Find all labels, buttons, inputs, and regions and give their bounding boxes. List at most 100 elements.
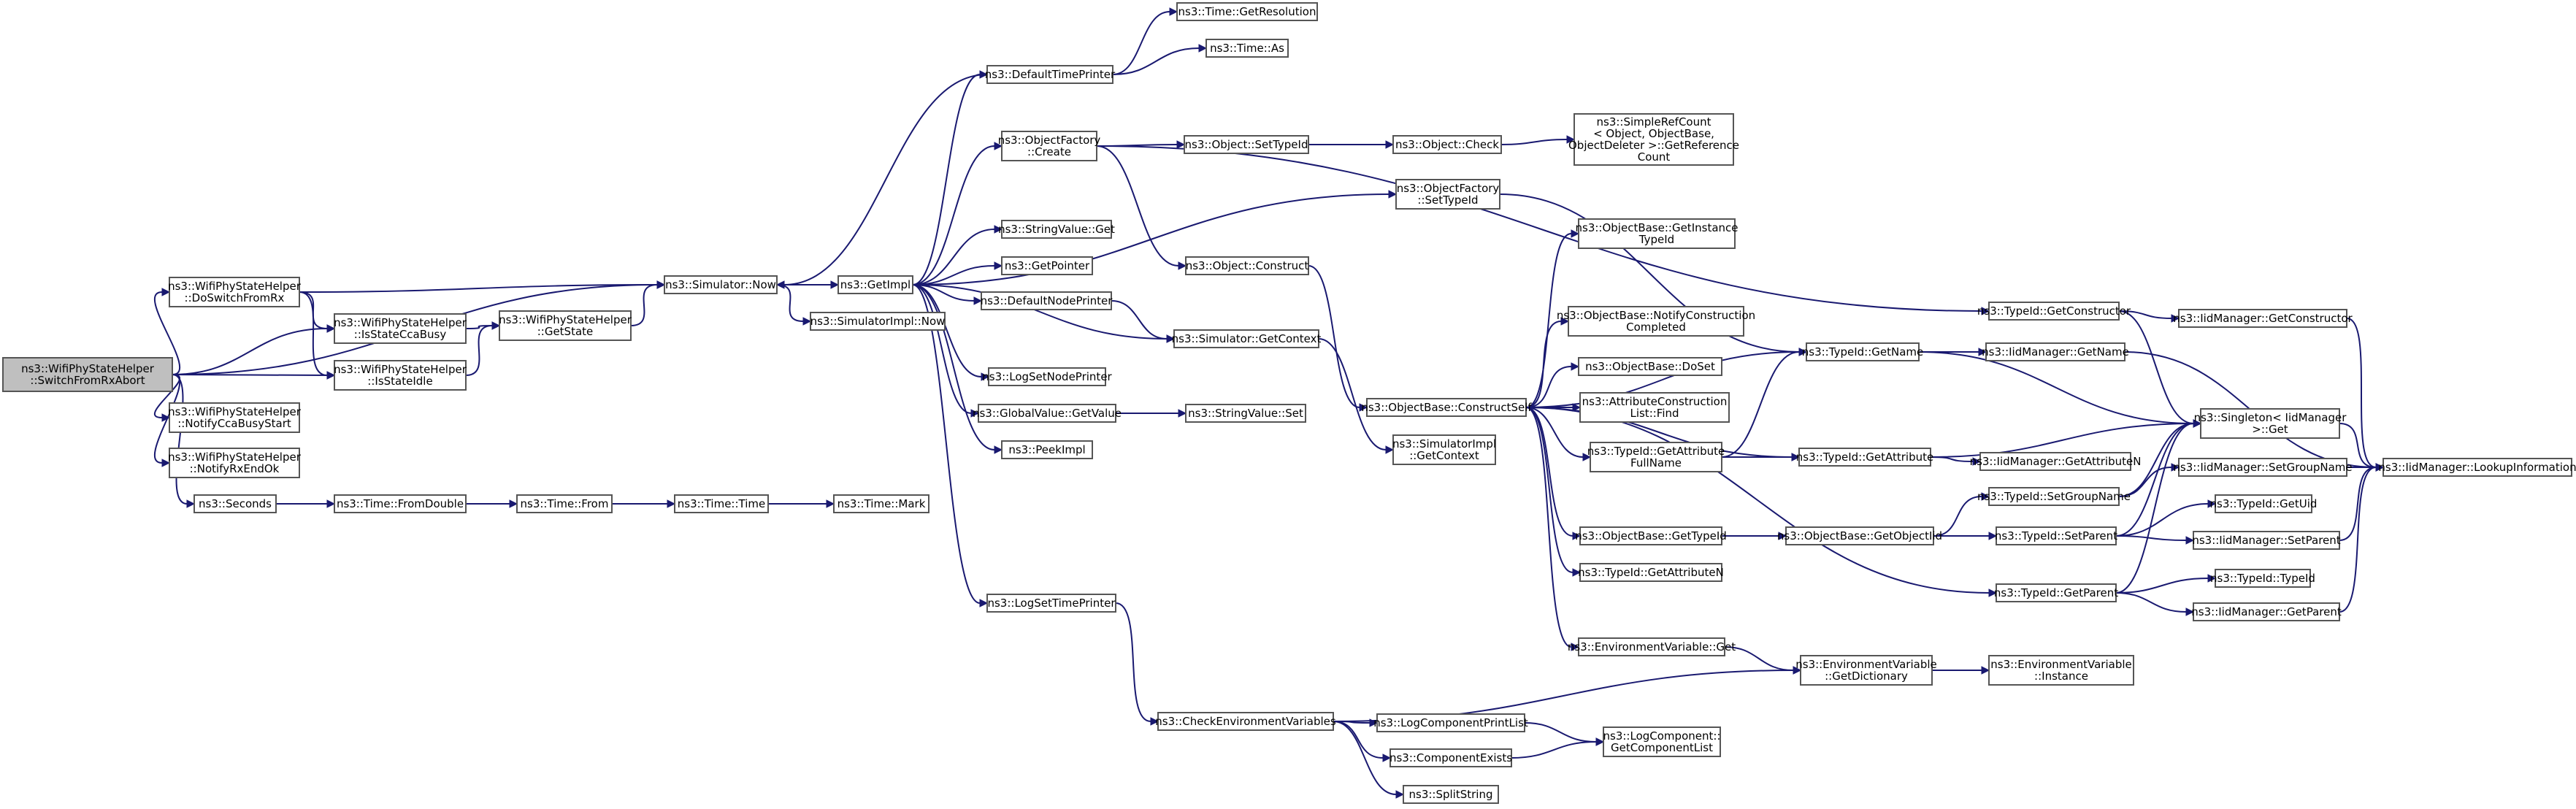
node-getattributen[interactable]: ns3::TypeId::GetAttributeN [1578, 563, 1724, 582]
node-iidgetattributen[interactable]: ns3::IidManager::GetAttributeN [1970, 452, 2142, 471]
node-notifyccabusystart[interactable]: ns3::WifiPhyStateHelper::NotifyCcaBusySt… [168, 402, 302, 433]
node-typeidgetconstructor[interactable]: ns3::TypeId::GetConstructor [1977, 302, 2131, 321]
node-label: ns3::LogSetNodePrinter [982, 370, 1112, 383]
node-obgettypeid[interactable]: ns3::ObjectBase::GetTypeId [1575, 526, 1727, 545]
edge-constructself-to-obgettypeid [1525, 407, 1582, 540]
edge-getimpl-to-globalvalueget [912, 284, 980, 418]
edge-line [1333, 721, 1371, 724]
node-timefrom[interactable]: ns3::Time::From [516, 494, 613, 513]
node-objconstruct[interactable]: ns3::Object::Construct [1185, 256, 1309, 275]
node-globalvalueget[interactable]: ns3::GlobalValue::GetValue [973, 404, 1122, 423]
node-typeidgetuid[interactable]: ns3::TypeId::GetUid [2210, 494, 2318, 513]
node-setgroupname[interactable]: ns3::TypeId::SetGroupName [1977, 487, 2131, 506]
node-label: ns3::TypeId::GetAttribute [1587, 445, 1725, 458]
node-logsettimeprinter[interactable]: ns3::LogSetTimePrinter [986, 594, 1116, 613]
edge-getparent-to-typeidtypeid [2115, 574, 2217, 594]
node-doswitchfromrx[interactable]: ns3::WifiPhyStateHelper::DoSwitchFromRx [168, 277, 302, 307]
edge-singletonget-to-lookupinformation [2339, 423, 2385, 472]
node-timetime[interactable]: ns3::Time::Time [674, 494, 769, 513]
node-iidgetparent[interactable]: ns3::IidManager::GetParent [2191, 602, 2342, 621]
node-box [1579, 526, 1722, 545]
node-setparent[interactable]: ns3::TypeId::SetParent [1995, 526, 2117, 545]
node-getimpl[interactable]: ns3::GetImpl [837, 275, 913, 294]
node-getresolution[interactable]: ns3::Time::GetResolution [1176, 2, 1318, 21]
node-simnow[interactable]: ns3::Simulator::Now [664, 275, 778, 294]
edge-arrowhead [826, 499, 835, 508]
node-ofsettypeid[interactable]: ns3::ObjectFactory::SetTypeId [1395, 179, 1500, 210]
node-defaulttimeprinter[interactable]: ns3::DefaultTimePrinter [985, 65, 1116, 84]
node-typeidgetattribute[interactable]: ns3::TypeId::GetAttribute [1796, 448, 1933, 467]
node-label: ns3::ObjectBase::NotifyConstruction [1557, 309, 1755, 322]
node-objsettypeid[interactable]: ns3::Object::SetTypeId [1184, 135, 1309, 154]
edge-line [1525, 351, 1800, 408]
node-getparent[interactable]: ns3::TypeId::GetParent [1994, 583, 2118, 602]
node-simimplgetcontext[interactable]: ns3::SimulatorImpl::GetContext [1392, 434, 1496, 465]
node-lookupinformation[interactable]: ns3::IidManager::LookupInformation [2378, 458, 2576, 477]
node-getpointer[interactable]: ns3::GetPointer [1001, 256, 1093, 275]
node-logcomponentgetlist[interactable]: ns3::LogComponent::GetComponentList [1603, 726, 1721, 757]
node-timemark[interactable]: ns3::Time::Mark [833, 494, 929, 513]
node-timeas[interactable]: ns3::Time::As [1205, 39, 1289, 58]
edge-objconstruct-to-constructself [1308, 265, 1368, 412]
edge-line [2115, 503, 2209, 537]
node-typeidgetname[interactable]: ns3::TypeId::GetName [1802, 342, 1923, 361]
node-fromdouble[interactable]: ns3::Time::FromDouble [334, 494, 467, 513]
node-envgetdictionary[interactable]: ns3::EnvironmentVariable::GetDictionary [1795, 655, 1937, 686]
edge-line [1318, 338, 1387, 450]
node-isstateidle[interactable]: ns3::WifiPhyStateHelper::IsStateIdle [334, 360, 467, 391]
edge-line [1933, 496, 1982, 537]
node-seconds[interactable]: ns3::Seconds [193, 494, 277, 513]
node-envget[interactable]: ns3::EnvironmentVariable::Get [1568, 637, 1736, 656]
node-componentexists[interactable]: ns3::ComponentExists [1389, 748, 1512, 767]
node-getstate[interactable]: ns3::WifiPhyStateHelper::GetState [499, 310, 632, 341]
node-peekimpl[interactable]: ns3::PeekImpl [1001, 440, 1093, 459]
node-switchfromrxabort[interactable]: ns3::WifiPhyStateHelper::SwitchFromRxAbo… [2, 357, 173, 392]
node-objcheck[interactable]: ns3::Object::Check [1392, 135, 1502, 154]
node-defaultnodeprinter[interactable]: ns3::DefaultNodePrinter [981, 291, 1113, 310]
node-ofcreate[interactable]: ns3::ObjectFactory::Create [998, 131, 1101, 161]
edge-arrowhead [1798, 348, 1808, 356]
edge-line [912, 284, 981, 604]
node-iidgetname[interactable]: ns3::IidManager::GetName [1982, 342, 2129, 361]
node-label: ns3::IidManager::GetConstructor [2173, 312, 2353, 325]
node-getobjectiid[interactable]: ns3::ObjectBase::GetObjectIid [1777, 526, 1942, 545]
node-logsetnodeprinter[interactable]: ns3::LogSetNodePrinter [982, 367, 1113, 386]
node-splitstring[interactable]: ns3::SplitString [1403, 785, 1499, 804]
node-stringvalueset[interactable]: ns3::StringValue::Set [1185, 404, 1306, 423]
node-simgetcontext[interactable]: ns3::Simulator::GetContext [1172, 329, 1322, 348]
node-logcomponentprintlist[interactable]: ns3::LogComponentPrintList [1373, 713, 1528, 732]
node-getrefcount[interactable]: ns3::SimpleRefCount< Object, ObjectBase,… [1568, 113, 1739, 166]
edge-setparent-to-typeidgetuid [2115, 499, 2217, 537]
node-constructself[interactable]: ns3::ObjectBase::ConstructSelf [1361, 398, 1532, 417]
node-label: ns3::Simulator::Now [665, 278, 776, 291]
node-label: ns3::IidManager::GetParent [2191, 605, 2342, 618]
node-label: ns3::LogSetTimePrinter [987, 597, 1116, 610]
node-iidgetconstructor[interactable]: ns3::IidManager::GetConstructor [2173, 309, 2353, 328]
node-notifyconstruction[interactable]: ns3::ObjectBase::NotifyConstructionCompl… [1557, 306, 1755, 337]
edge-constructself-to-doset [1525, 362, 1580, 408]
edge-iidgetconstructor-to-lookupinformation [2346, 318, 2385, 472]
node-label: ns3::Time::FromDouble [337, 497, 464, 510]
node-checkenvvars[interactable]: ns3::CheckEnvironmentVariables [1155, 712, 1336, 731]
node-typeidtypeid[interactable]: ns3::TypeId::TypeId [2210, 569, 2315, 588]
node-isstateccabusy[interactable]: ns3::WifiPhyStateHelper::IsStateCcaBusy [334, 313, 467, 344]
edge-line [2115, 535, 2187, 541]
edge-line [1525, 366, 1572, 408]
node-label: Completed [1626, 321, 1686, 334]
edge-typeidgetname-to-singletonget [1918, 351, 2202, 428]
node-box [1996, 526, 2117, 545]
node-stringvalueget[interactable]: ns3::StringValue::Get [998, 220, 1115, 239]
node-notifyrxendok[interactable]: ns3::WifiPhyStateHelper::NotifyRxEndOk [168, 448, 302, 478]
node-iidsetgroupname[interactable]: ns3::IidManager::SetGroupName [2173, 458, 2353, 477]
node-iidsetparent[interactable]: ns3::IidManager::SetParent [2192, 531, 2341, 550]
node-envinstance[interactable]: ns3::EnvironmentVariable::Instance [1988, 655, 2134, 686]
node-box [1579, 563, 1722, 582]
node-singletonget[interactable]: ns3::Singleton< IidManager>::Get [2194, 408, 2347, 439]
node-box [2383, 458, 2572, 477]
edge-arrowhead [994, 225, 1003, 234]
node-simimplnow[interactable]: ns3::SimulatorImpl::Now [810, 312, 946, 331]
node-doset[interactable]: ns3::ObjectBase::DoSet [1578, 357, 1722, 376]
